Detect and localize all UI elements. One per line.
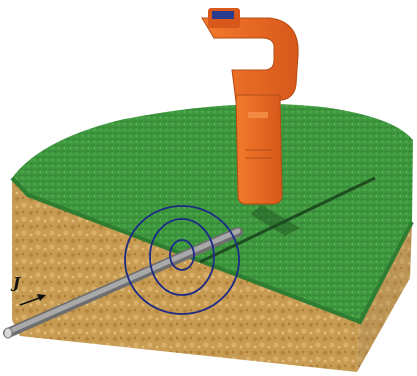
current-label: J: [13, 276, 20, 291]
